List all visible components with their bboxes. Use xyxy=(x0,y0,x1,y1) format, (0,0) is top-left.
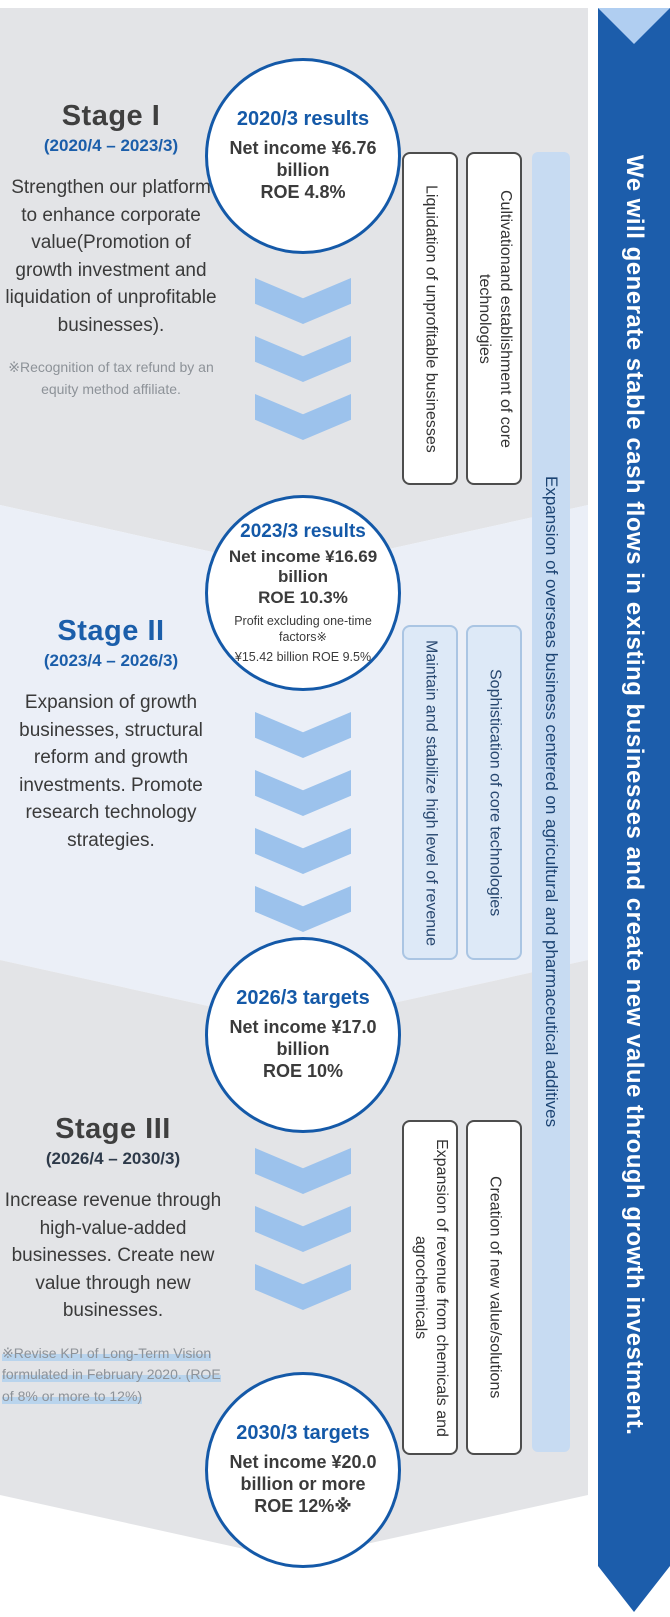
vision-sidebar: We will generate stable cash flows in ex… xyxy=(598,8,670,1612)
milestone-net-income: Net income ¥6.76 billion xyxy=(229,138,377,181)
chevron-stack-stage2 xyxy=(255,712,351,944)
milestone-net-income: Net income ¥20.0 billion or more xyxy=(229,1452,377,1495)
stage3-note: ※Revise KPI of Long-Term Vision formulat… xyxy=(2,1343,224,1408)
stage2-block: Stage II (2023/4 – 2026/3) Expansion of … xyxy=(5,615,217,854)
milestone-title: 2026/3 targets xyxy=(236,987,370,1010)
down-chevron-icon xyxy=(255,336,351,382)
milestone-roe: ROE 12%※ xyxy=(254,1495,352,1516)
stage3-description: Increase revenue through high-value-adde… xyxy=(4,1190,222,1322)
down-chevron-icon xyxy=(255,394,351,440)
stage1-action-box-cultivation: Cultivationand establishment of core tec… xyxy=(466,152,522,485)
down-arrow-notch-icon xyxy=(598,8,670,44)
down-chevron-icon xyxy=(255,278,351,324)
stage2-period: (2023/4 – 2026/3) xyxy=(43,651,179,670)
milestone-net-income: Net income ¥17.0 billion xyxy=(229,1017,377,1060)
milestone-title: 2020/3 results xyxy=(236,108,370,131)
down-chevron-icon xyxy=(255,712,351,758)
stage2-title: Stage II xyxy=(57,615,165,647)
chevron-stack-stage3 xyxy=(255,1148,351,1322)
down-chevron-icon xyxy=(255,1264,351,1310)
stage2-description: Expansion of growth businesses, structur… xyxy=(19,692,203,851)
down-chevron-icon xyxy=(255,1148,351,1194)
down-chevron-icon xyxy=(255,828,351,874)
chevron-stack-stage1 xyxy=(255,278,351,452)
down-chevron-icon xyxy=(255,886,351,932)
stage1-action-box-liquidation: Liquidation of unprofitable businesses xyxy=(402,152,458,485)
milestone-sub-value: ¥15.42 billion ROE 9.5% xyxy=(234,650,372,665)
milestone-2020-results: 2020/3 results Net income ¥6.76 billion … xyxy=(205,58,401,254)
milestone-roe: ROE 10% xyxy=(262,1060,344,1081)
stage1-description: Strengthen our platform to enhance corpo… xyxy=(5,177,217,336)
milestone-2026-targets: 2026/3 targets Net income ¥17.0 billion … xyxy=(205,937,401,1133)
milestone-sub-label: Profit excluding one-time factors※ xyxy=(234,613,372,644)
stage3-action-box-creation: Creation of new value/solutions xyxy=(466,1120,522,1455)
stage3-action-box-expansion: Expansion of revenue from chemicals and … xyxy=(402,1120,458,1455)
stage1-note: ※Recognition of tax refund by an equity … xyxy=(8,359,214,397)
milestone-title: 2030/3 targets xyxy=(236,1422,370,1445)
stage2-action-box-sophistication: Sophistication of core technologies xyxy=(466,625,522,960)
down-chevron-icon xyxy=(255,1206,351,1252)
vision-statement: We will generate stable cash flows in ex… xyxy=(621,154,648,1436)
stage1-title: Stage I xyxy=(61,100,161,132)
milestone-roe: ROE 10.3% xyxy=(258,587,348,607)
overseas-expansion-banner: Expansion of overseas business centered … xyxy=(532,152,570,1452)
milestone-title: 2023/3 results xyxy=(240,520,366,542)
down-chevron-icon xyxy=(255,770,351,816)
stage3-period: (2026/4 – 2030/3) xyxy=(45,1149,181,1168)
milestone-2030-targets: 2030/3 targets Net income ¥20.0 billion … xyxy=(205,1372,401,1568)
stage3-title: Stage III xyxy=(55,1113,171,1145)
milestone-net-income: Net income ¥16.69 billion xyxy=(228,546,378,587)
stage1-block: Stage I (2020/4 – 2023/3) Strengthen our… xyxy=(5,100,217,401)
stage2-action-box-maintain: Maintain and stabilize high level of rev… xyxy=(402,625,458,960)
milestone-2023-results: 2023/3 results Net income ¥16.69 billion… xyxy=(205,495,401,691)
milestone-roe: ROE 4.8% xyxy=(260,181,346,202)
stage3-block: Stage III (2026/4 – 2030/3) Increase rev… xyxy=(2,1113,224,1408)
stage1-period: (2020/4 – 2023/3) xyxy=(43,136,179,155)
stage3-note-text: ※Revise KPI of Long-Term Vision formulat… xyxy=(2,1344,221,1405)
